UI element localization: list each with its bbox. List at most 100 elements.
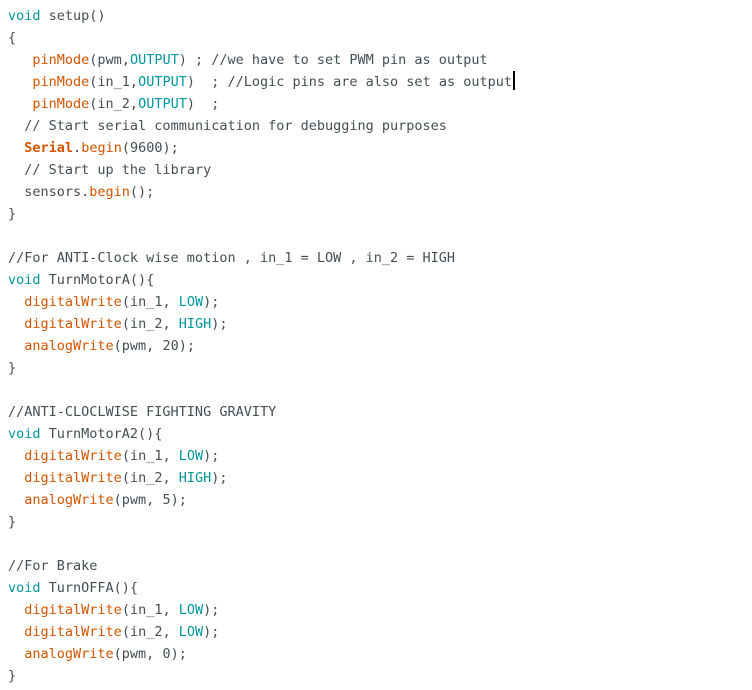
code-token bbox=[8, 316, 24, 332]
function-token: digitalWrite bbox=[24, 316, 122, 332]
code-token: TurnMotorA2(){ bbox=[40, 426, 163, 442]
code-token: ); bbox=[211, 470, 228, 486]
comment-token: //ANTI-CLOCLWISE FIGHTING GRAVITY bbox=[8, 404, 277, 420]
code-line[interactable]: //For Brake bbox=[8, 555, 515, 577]
function-token: analogWrite bbox=[24, 492, 114, 508]
code-line[interactable]: } bbox=[8, 665, 515, 687]
function-token: analogWrite bbox=[24, 338, 114, 354]
code-line[interactable]: digitalWrite(in_2, LOW); bbox=[8, 621, 515, 643]
code-token: } bbox=[8, 360, 17, 376]
constant-token: LOW bbox=[178, 624, 204, 640]
object-token: Serial bbox=[24, 140, 74, 156]
code-token bbox=[8, 52, 32, 68]
function-token: pinMode bbox=[32, 96, 90, 112]
code-token: ); bbox=[203, 294, 220, 310]
code-token: } bbox=[8, 514, 17, 530]
code-line[interactable] bbox=[8, 225, 515, 247]
code-token: setup() bbox=[40, 8, 106, 24]
code-line[interactable]: //For ANTI-Clock wise motion , in_1 = LO… bbox=[8, 247, 515, 269]
code-token: . bbox=[73, 140, 82, 156]
code-token bbox=[8, 118, 24, 134]
code-token: (in_2, bbox=[121, 624, 179, 640]
code-token: ) ; bbox=[186, 96, 220, 112]
code-token: (in_1, bbox=[121, 294, 179, 310]
code-token: (9600); bbox=[121, 140, 179, 156]
comment-token: // Start up the library bbox=[24, 162, 212, 178]
code-token: } bbox=[8, 668, 17, 684]
code-token: (pwm, 5); bbox=[113, 492, 187, 508]
comment-token: //For ANTI-Clock wise motion , in_1 = LO… bbox=[8, 250, 456, 266]
method-token: begin bbox=[81, 140, 122, 156]
text-cursor bbox=[512, 71, 515, 90]
comment-token: //For Brake bbox=[8, 558, 98, 574]
code-line[interactable]: { bbox=[8, 27, 515, 49]
code-line[interactable]: pinMode(in_2,OUTPUT) ; bbox=[8, 93, 515, 115]
constant-token: OUTPUT bbox=[129, 52, 179, 68]
code-line[interactable]: digitalWrite(in_1, LOW); bbox=[8, 599, 515, 621]
code-line[interactable]: void setup() bbox=[8, 5, 515, 27]
code-line[interactable] bbox=[8, 379, 515, 401]
function-token: digitalWrite bbox=[24, 294, 122, 310]
function-token: digitalWrite bbox=[24, 602, 122, 618]
comment-token: // Start serial communication for debugg… bbox=[24, 118, 447, 134]
code-line[interactable]: digitalWrite(in_1, LOW); bbox=[8, 291, 515, 313]
code-token bbox=[8, 492, 24, 508]
code-text-area[interactable]: void setup(){ pinMode(pwm,OUTPUT) ; //we… bbox=[8, 5, 515, 687]
constant-token: LOW bbox=[178, 602, 204, 618]
code-line[interactable]: analogWrite(pwm, 0); bbox=[8, 643, 515, 665]
code-token: (in_2, bbox=[89, 96, 139, 112]
constant-token: HIGH bbox=[178, 316, 212, 332]
function-token: digitalWrite bbox=[24, 624, 122, 640]
function-token: pinMode bbox=[32, 52, 90, 68]
code-token: sensors. bbox=[8, 184, 90, 200]
code-line[interactable]: // Start up the library bbox=[8, 159, 515, 181]
code-line[interactable]: void TurnMotorA2(){ bbox=[8, 423, 515, 445]
code-line[interactable]: Serial.begin(9600); bbox=[8, 137, 515, 159]
code-line[interactable]: pinMode(in_1,OUTPUT) ; //Logic pins are … bbox=[8, 71, 515, 93]
code-token: (in_2, bbox=[121, 316, 179, 332]
keyword-token: void bbox=[8, 8, 41, 24]
code-line[interactable]: void TurnMotorA(){ bbox=[8, 269, 515, 291]
code-line[interactable]: void TurnOFFA(){ bbox=[8, 577, 515, 599]
code-token bbox=[8, 448, 24, 464]
code-token: ); bbox=[203, 448, 220, 464]
code-line[interactable]: digitalWrite(in_2, HIGH); bbox=[8, 467, 515, 489]
code-line[interactable]: } bbox=[8, 203, 515, 225]
code-token: (in_1, bbox=[89, 74, 139, 90]
keyword-token: void bbox=[8, 426, 41, 442]
code-token bbox=[8, 140, 24, 156]
code-line[interactable]: pinMode(pwm,OUTPUT) ; //we have to set P… bbox=[8, 49, 515, 71]
code-token bbox=[8, 74, 32, 90]
code-line[interactable]: sensors.begin(); bbox=[8, 181, 515, 203]
code-line[interactable]: analogWrite(pwm, 20); bbox=[8, 335, 515, 357]
code-line[interactable]: } bbox=[8, 357, 515, 379]
code-line[interactable] bbox=[8, 533, 515, 555]
comment-token: //Logic pins are also set as output bbox=[227, 74, 512, 90]
method-token: begin bbox=[89, 184, 130, 200]
constant-token: LOW bbox=[178, 448, 204, 464]
code-token bbox=[8, 96, 32, 112]
code-token bbox=[8, 162, 24, 178]
code-token: ) ; bbox=[178, 52, 212, 68]
code-line[interactable]: analogWrite(pwm, 5); bbox=[8, 489, 515, 511]
code-token: ) ; bbox=[186, 74, 228, 90]
code-line[interactable]: //ANTI-CLOCLWISE FIGHTING GRAVITY bbox=[8, 401, 515, 423]
code-line[interactable]: // Start serial communication for debugg… bbox=[8, 115, 515, 137]
function-token: pinMode bbox=[32, 74, 90, 90]
code-token bbox=[8, 338, 24, 354]
comment-token: //we have to set PWM pin as output bbox=[211, 52, 488, 68]
code-line[interactable]: digitalWrite(in_2, HIGH); bbox=[8, 313, 515, 335]
code-token: (); bbox=[129, 184, 155, 200]
code-line[interactable]: digitalWrite(in_1, LOW); bbox=[8, 445, 515, 467]
code-token bbox=[8, 294, 24, 310]
code-token: ); bbox=[211, 316, 228, 332]
code-token: TurnMotorA(){ bbox=[40, 272, 155, 288]
keyword-token: void bbox=[8, 272, 41, 288]
code-token: } bbox=[8, 206, 17, 222]
code-token: (in_1, bbox=[121, 602, 179, 618]
code-token: (pwm, 20); bbox=[113, 338, 195, 354]
code-line[interactable]: } bbox=[8, 511, 515, 533]
code-token: ); bbox=[203, 602, 220, 618]
keyword-token: void bbox=[8, 580, 41, 596]
